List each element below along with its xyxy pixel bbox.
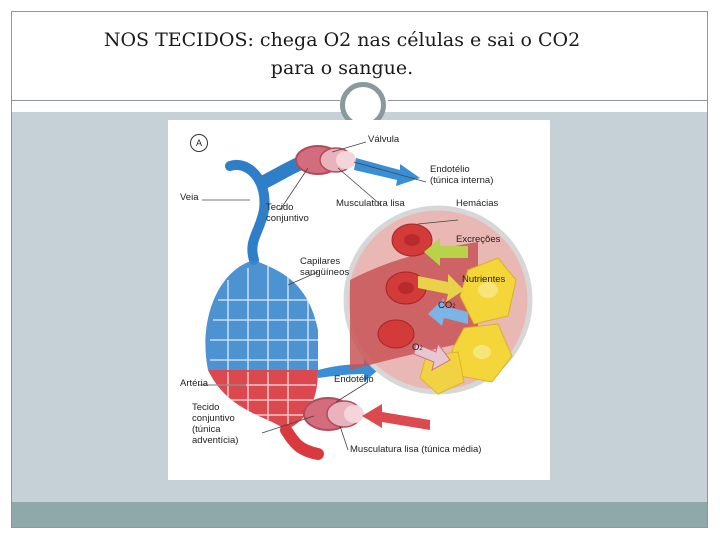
excretion-arrow	[424, 238, 468, 266]
label-endotelio-top: Endotélio (túnica interna)	[430, 164, 494, 186]
label-o2: O2	[412, 342, 423, 353]
footer-bar	[12, 502, 707, 527]
nutrient-arrow	[418, 274, 464, 302]
title-area: NOS TECIDOS: chega O2 nas células e sai …	[12, 12, 707, 100]
slide-title-line-2: para o sangue.	[270, 57, 414, 79]
label-tecido-conjuntivo-top: Tecido conjuntivo	[266, 202, 309, 224]
artery-trunk	[280, 424, 324, 460]
red-blood-cell	[377, 319, 415, 349]
label-arteria: Artéria	[180, 378, 208, 389]
artery-flow-arrow	[362, 404, 430, 430]
label-endotelio-bottom: Endotélio	[334, 374, 374, 385]
label-musculatura-lisa-top: Musculatura lisa	[336, 198, 405, 209]
vein-flow-arrow	[354, 158, 420, 186]
label-tecido-conjuntivo-bottom: Tecido conjuntivo (túnica adventícia)	[192, 402, 239, 446]
capillary-flow-arrow	[318, 356, 378, 382]
label-capilares: Capilares sangüíneos	[300, 256, 350, 278]
label-co2: CO2	[438, 300, 456, 311]
label-excrecoes: Excreções	[456, 234, 501, 245]
label-valvula: Válvula	[368, 134, 400, 145]
tissue-cell	[419, 351, 465, 395]
diagram-illustration	[198, 141, 533, 460]
co2-arrow	[428, 298, 468, 326]
vein-mesh	[205, 260, 318, 370]
divider-left	[12, 100, 340, 101]
label-veia: Veia	[180, 192, 199, 203]
blood-vessel-diagram: A Válvula Endotélio (túnica interna) Vei…	[168, 120, 550, 480]
divider-right	[388, 100, 707, 101]
label-musculatura-bottom: Musculatura lisa (túnica média)	[350, 444, 482, 455]
vein-mesh-lines	[210, 266, 318, 370]
slide-title: NOS TECIDOS: chega O2 nas células e sai …	[82, 26, 602, 82]
label-hemacias: Hemácias	[456, 198, 499, 209]
label-nutrientes: Nutrientes	[462, 274, 506, 285]
vein-trunk	[225, 159, 270, 265]
panel-label: A	[190, 134, 208, 152]
slide-title-line-1: NOS TECIDOS: chega O2 nas células e sai …	[103, 29, 581, 51]
slide-frame: NOS TECIDOS: chega O2 nas células e sai …	[11, 11, 708, 528]
o2-arrow	[413, 342, 451, 371]
leader-lines	[198, 141, 459, 451]
